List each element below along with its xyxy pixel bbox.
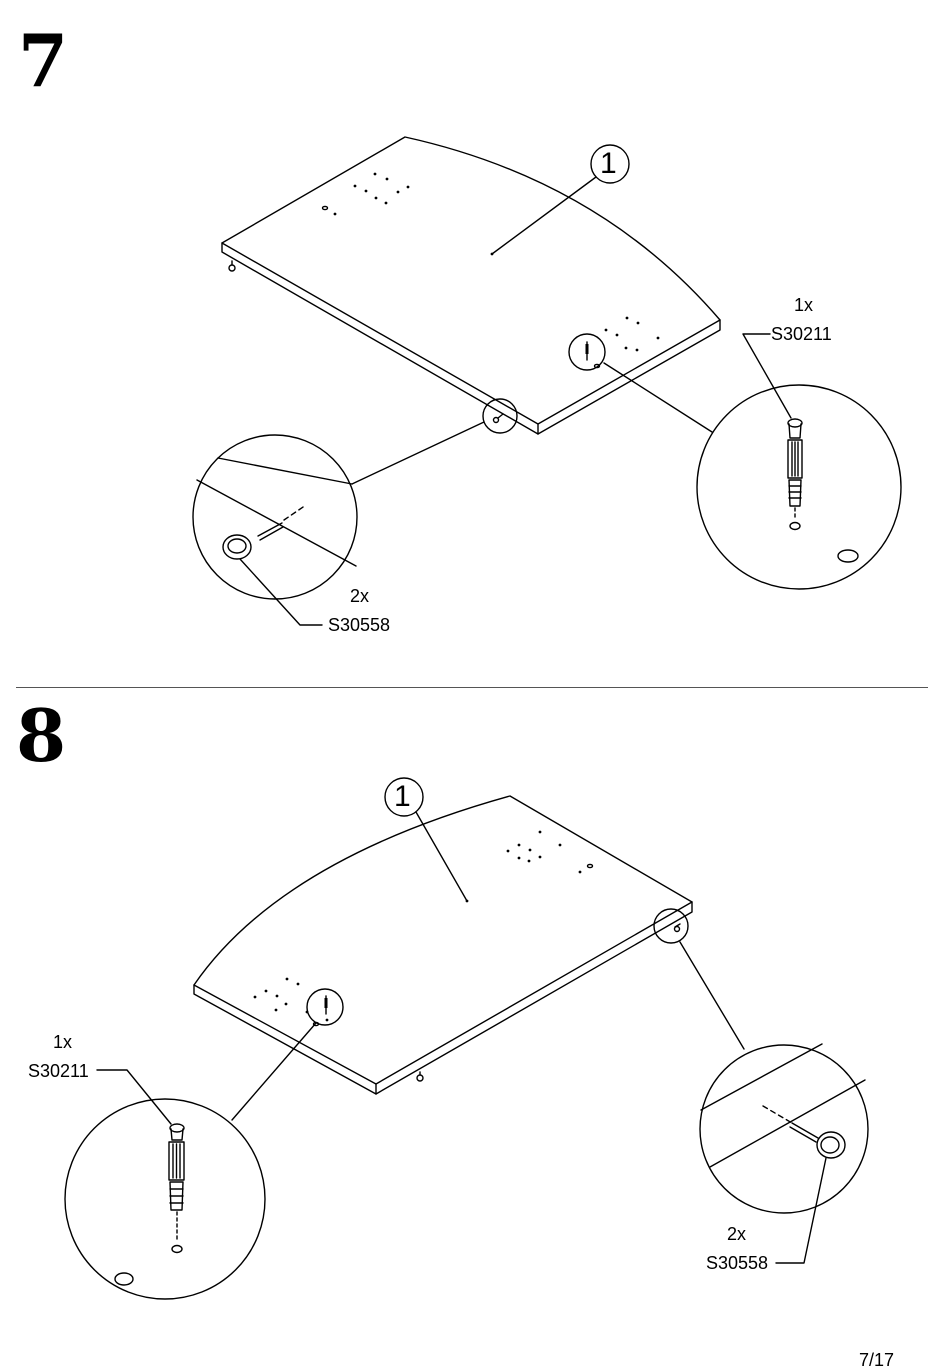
hardware-qty-cam: 1x: [794, 296, 813, 314]
hardware-qty-dowel: 2x: [727, 1225, 746, 1243]
hardware-code-cam: S30211: [771, 325, 832, 343]
page-number: 7/17: [859, 1350, 894, 1371]
step-7-panel: [193, 137, 901, 625]
part-callout-1-step8: 1: [394, 782, 411, 812]
hardware-code-dowel: S30558: [328, 616, 390, 634]
hardware-qty-cam: 1x: [53, 1033, 72, 1051]
hardware-code-dowel: S30558: [706, 1254, 768, 1272]
hardware-code-cam: S30211: [28, 1062, 89, 1080]
hardware-qty-dowel: 2x: [350, 587, 369, 605]
part-callout-1-step7: 1: [600, 149, 617, 179]
step-8-panel: [65, 778, 868, 1299]
